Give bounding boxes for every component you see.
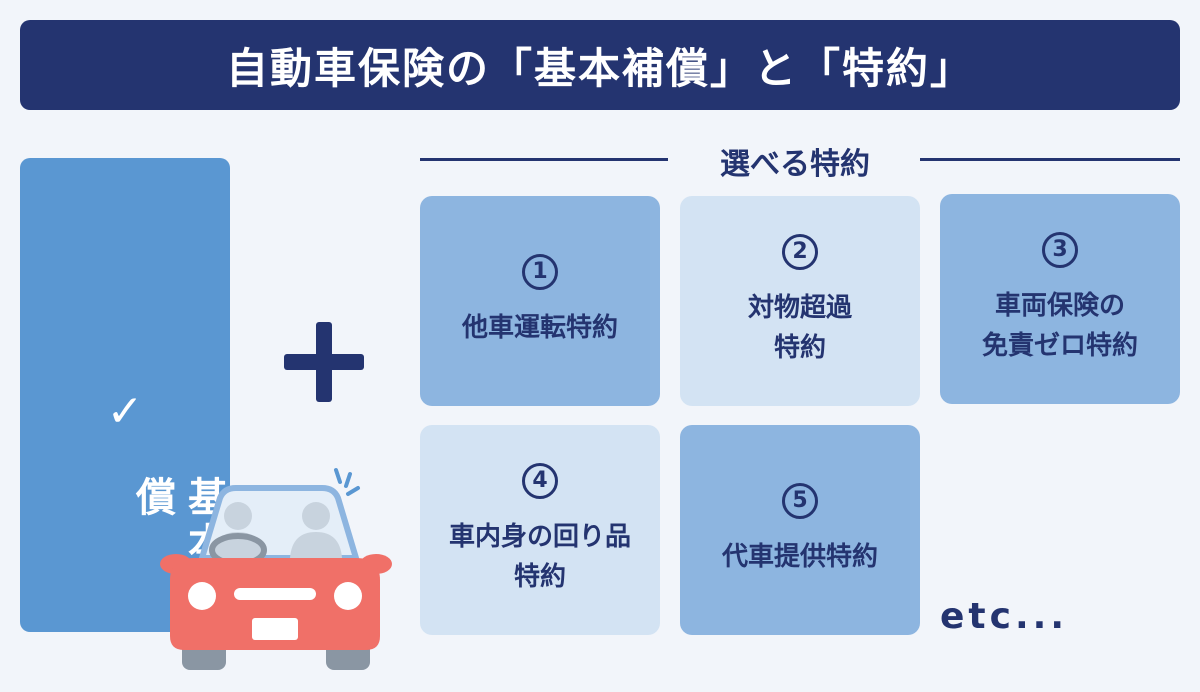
rider-card-4: 4 車内身の回り品 特約 bbox=[420, 425, 660, 635]
etc-label: etc... bbox=[940, 596, 1068, 637]
heading-line-right bbox=[920, 158, 1180, 161]
rider-name: 他車運転特約 bbox=[461, 312, 618, 343]
car-illustration bbox=[160, 468, 392, 670]
rider-name: 車両保険の 免責ゼロ特約 bbox=[981, 290, 1138, 361]
page-title: 自動車保険の「基本補償」と「特約」 bbox=[225, 43, 974, 93]
title-bar: 自動車保険の「基本補償」と「特約」 bbox=[20, 20, 1180, 110]
number-badge: 5 bbox=[782, 482, 818, 519]
number-badge: 1 bbox=[522, 253, 558, 290]
heading-line-left bbox=[420, 158, 668, 161]
rider-name: 代車提供特約 bbox=[721, 541, 878, 572]
basic-coverage-card: ✓ 基本補償 bbox=[20, 158, 230, 632]
options-heading: 選べる特約 bbox=[720, 147, 870, 182]
number-badge: 2 bbox=[782, 233, 818, 270]
rider-card-3: 3 車両保険の 免責ゼロ特約 bbox=[940, 194, 1180, 404]
check-icon: ✓ bbox=[106, 386, 144, 437]
number-badge: 3 bbox=[1042, 231, 1078, 268]
rider-card-1: 1 他車運転特約 bbox=[420, 196, 660, 406]
rider-card-5: 5 代車提供特約 bbox=[680, 425, 920, 635]
rider-name: 対物超過 特約 bbox=[747, 292, 852, 363]
rider-card-2: 2 対物超過 特約 bbox=[680, 196, 920, 406]
number-badge: 4 bbox=[522, 462, 558, 499]
rider-name: 車内身の回り品 特約 bbox=[448, 521, 631, 592]
plus-icon bbox=[284, 322, 364, 402]
